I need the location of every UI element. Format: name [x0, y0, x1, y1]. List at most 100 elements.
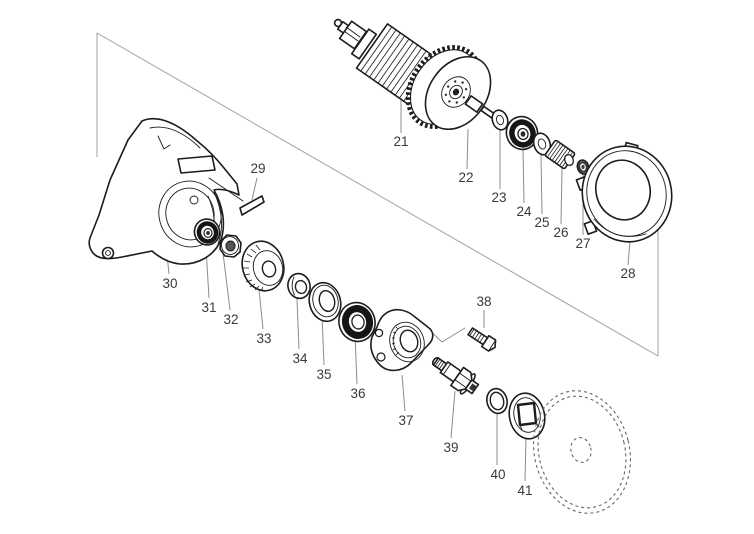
leader-25: [540, 154, 543, 215]
armature-commutator-lines: [343, 26, 361, 42]
armature-collar: [350, 28, 378, 60]
part-bearing-31: [193, 218, 221, 246]
bearing-box-hole-2: [376, 352, 386, 362]
callout-36: 36: [350, 386, 365, 401]
part-spindle: [431, 356, 480, 395]
bearing36-inner: [351, 314, 365, 330]
leader-32: [222, 252, 231, 311]
spindle-thread-lines: [434, 358, 445, 370]
part-pinion-26: [544, 139, 576, 170]
cover-face-line: [586, 150, 667, 237]
frame-diagonal: [96, 32, 659, 357]
bearing24-seal: [509, 119, 536, 148]
spindle-square-hole: [468, 383, 477, 392]
callout-23: 23: [491, 190, 506, 205]
fan-shaft-step: [464, 95, 484, 113]
nut32-flange: [221, 236, 239, 255]
fan-hub-ring: [441, 76, 471, 108]
callout-39: 39: [443, 440, 458, 455]
gear33-bore: [261, 260, 277, 278]
blade-case-top-wall: [149, 126, 201, 149]
bearing-box-hole-1: [374, 328, 384, 338]
gear33-face: [252, 250, 284, 286]
blade-case-notch: [157, 135, 171, 150]
leader-37: [401, 374, 406, 412]
leader-39: [450, 390, 456, 439]
cover-bore: [594, 159, 652, 221]
fan-hub-dots: [444, 80, 468, 104]
part-inner-flange: [508, 392, 546, 440]
blade-case-arm-line: [208, 177, 244, 202]
leader-29: [251, 177, 258, 201]
callout-28: 28: [620, 266, 635, 281]
part-o-ring: [486, 387, 508, 415]
callout-27: 27: [575, 236, 590, 251]
flange41-inner-ring: [513, 397, 541, 433]
bearing-box-bore: [399, 329, 419, 353]
blade-case-rib: [177, 155, 216, 174]
part-bearing-36: [338, 301, 376, 343]
cutting-blade-outline: [532, 390, 632, 514]
pinion26-knurl: [547, 142, 573, 167]
bearing36-seal: [341, 305, 374, 339]
spindle-hex-facets: [454, 372, 471, 388]
part-seal-35: [308, 281, 342, 323]
o-ring-inner: [489, 391, 505, 411]
part-bearing-box: [370, 308, 434, 372]
leader-34: [296, 298, 300, 350]
callout-labels: 21 22 23 24 25 26 27 28 29 30 31 32 33 3…: [162, 134, 635, 498]
sleeve34-bore: [294, 279, 308, 295]
callout-25: 25: [534, 215, 549, 230]
callout-30: 30: [162, 276, 177, 291]
part-blade-case: [88, 117, 244, 265]
callout-24: 24: [516, 204, 532, 219]
spindle-body-line: [442, 363, 452, 376]
callout-41: 41: [517, 483, 532, 498]
bearing-box-bore-mid: [392, 325, 422, 359]
callout-29: 29: [250, 161, 265, 176]
callout-22: 22: [458, 170, 473, 185]
leader-24: [522, 148, 525, 204]
ring27-band: [577, 161, 589, 173]
pinion26-bore: [564, 153, 574, 167]
cover-rim-arc: [593, 218, 647, 237]
bolt-head-facet: [488, 339, 497, 352]
sleeve34-step: [291, 276, 295, 296]
bearing24-bore: [520, 131, 526, 137]
leader-26: [560, 167, 563, 225]
bolt-head: [481, 334, 497, 352]
blade-case-body: [88, 117, 240, 265]
flange41-square-boss: [516, 401, 538, 427]
part-cover-ring: [575, 141, 673, 243]
callout-35: 35: [316, 367, 331, 382]
blade-case-foot-hole: [105, 250, 111, 256]
part-fan: [405, 45, 501, 131]
leader-28: [627, 240, 631, 266]
blade-case-boss-outer: [158, 180, 222, 248]
blade-arbor-dashed: [570, 437, 592, 463]
part-bolt: [467, 327, 497, 352]
blade-case-boss-hole: [189, 195, 199, 205]
washer25-hole: [537, 138, 547, 150]
callout-33: 33: [256, 331, 271, 346]
part-washer-23: [491, 109, 509, 131]
bearing31-bore: [206, 231, 210, 235]
blade-outer-dashed: [532, 390, 632, 514]
part-bearing-24: [505, 115, 539, 151]
leader-36: [354, 333, 358, 385]
part-sleeve-34: [287, 272, 311, 300]
part-hex-nut-32: [219, 234, 242, 258]
washer23-outer: [491, 109, 509, 131]
blade-rim-dashed: [537, 395, 627, 509]
fan-hub-inner: [449, 84, 463, 100]
nut32-hole: [225, 240, 236, 252]
callout-37: 37: [398, 413, 413, 428]
part-label-plate: [239, 195, 265, 216]
callout-21: 21: [393, 134, 408, 149]
bearing-box-bore-hatch: [391, 326, 400, 356]
leader-22: [466, 128, 469, 170]
callout-32: 32: [223, 312, 238, 327]
ring27-hole: [581, 164, 585, 170]
